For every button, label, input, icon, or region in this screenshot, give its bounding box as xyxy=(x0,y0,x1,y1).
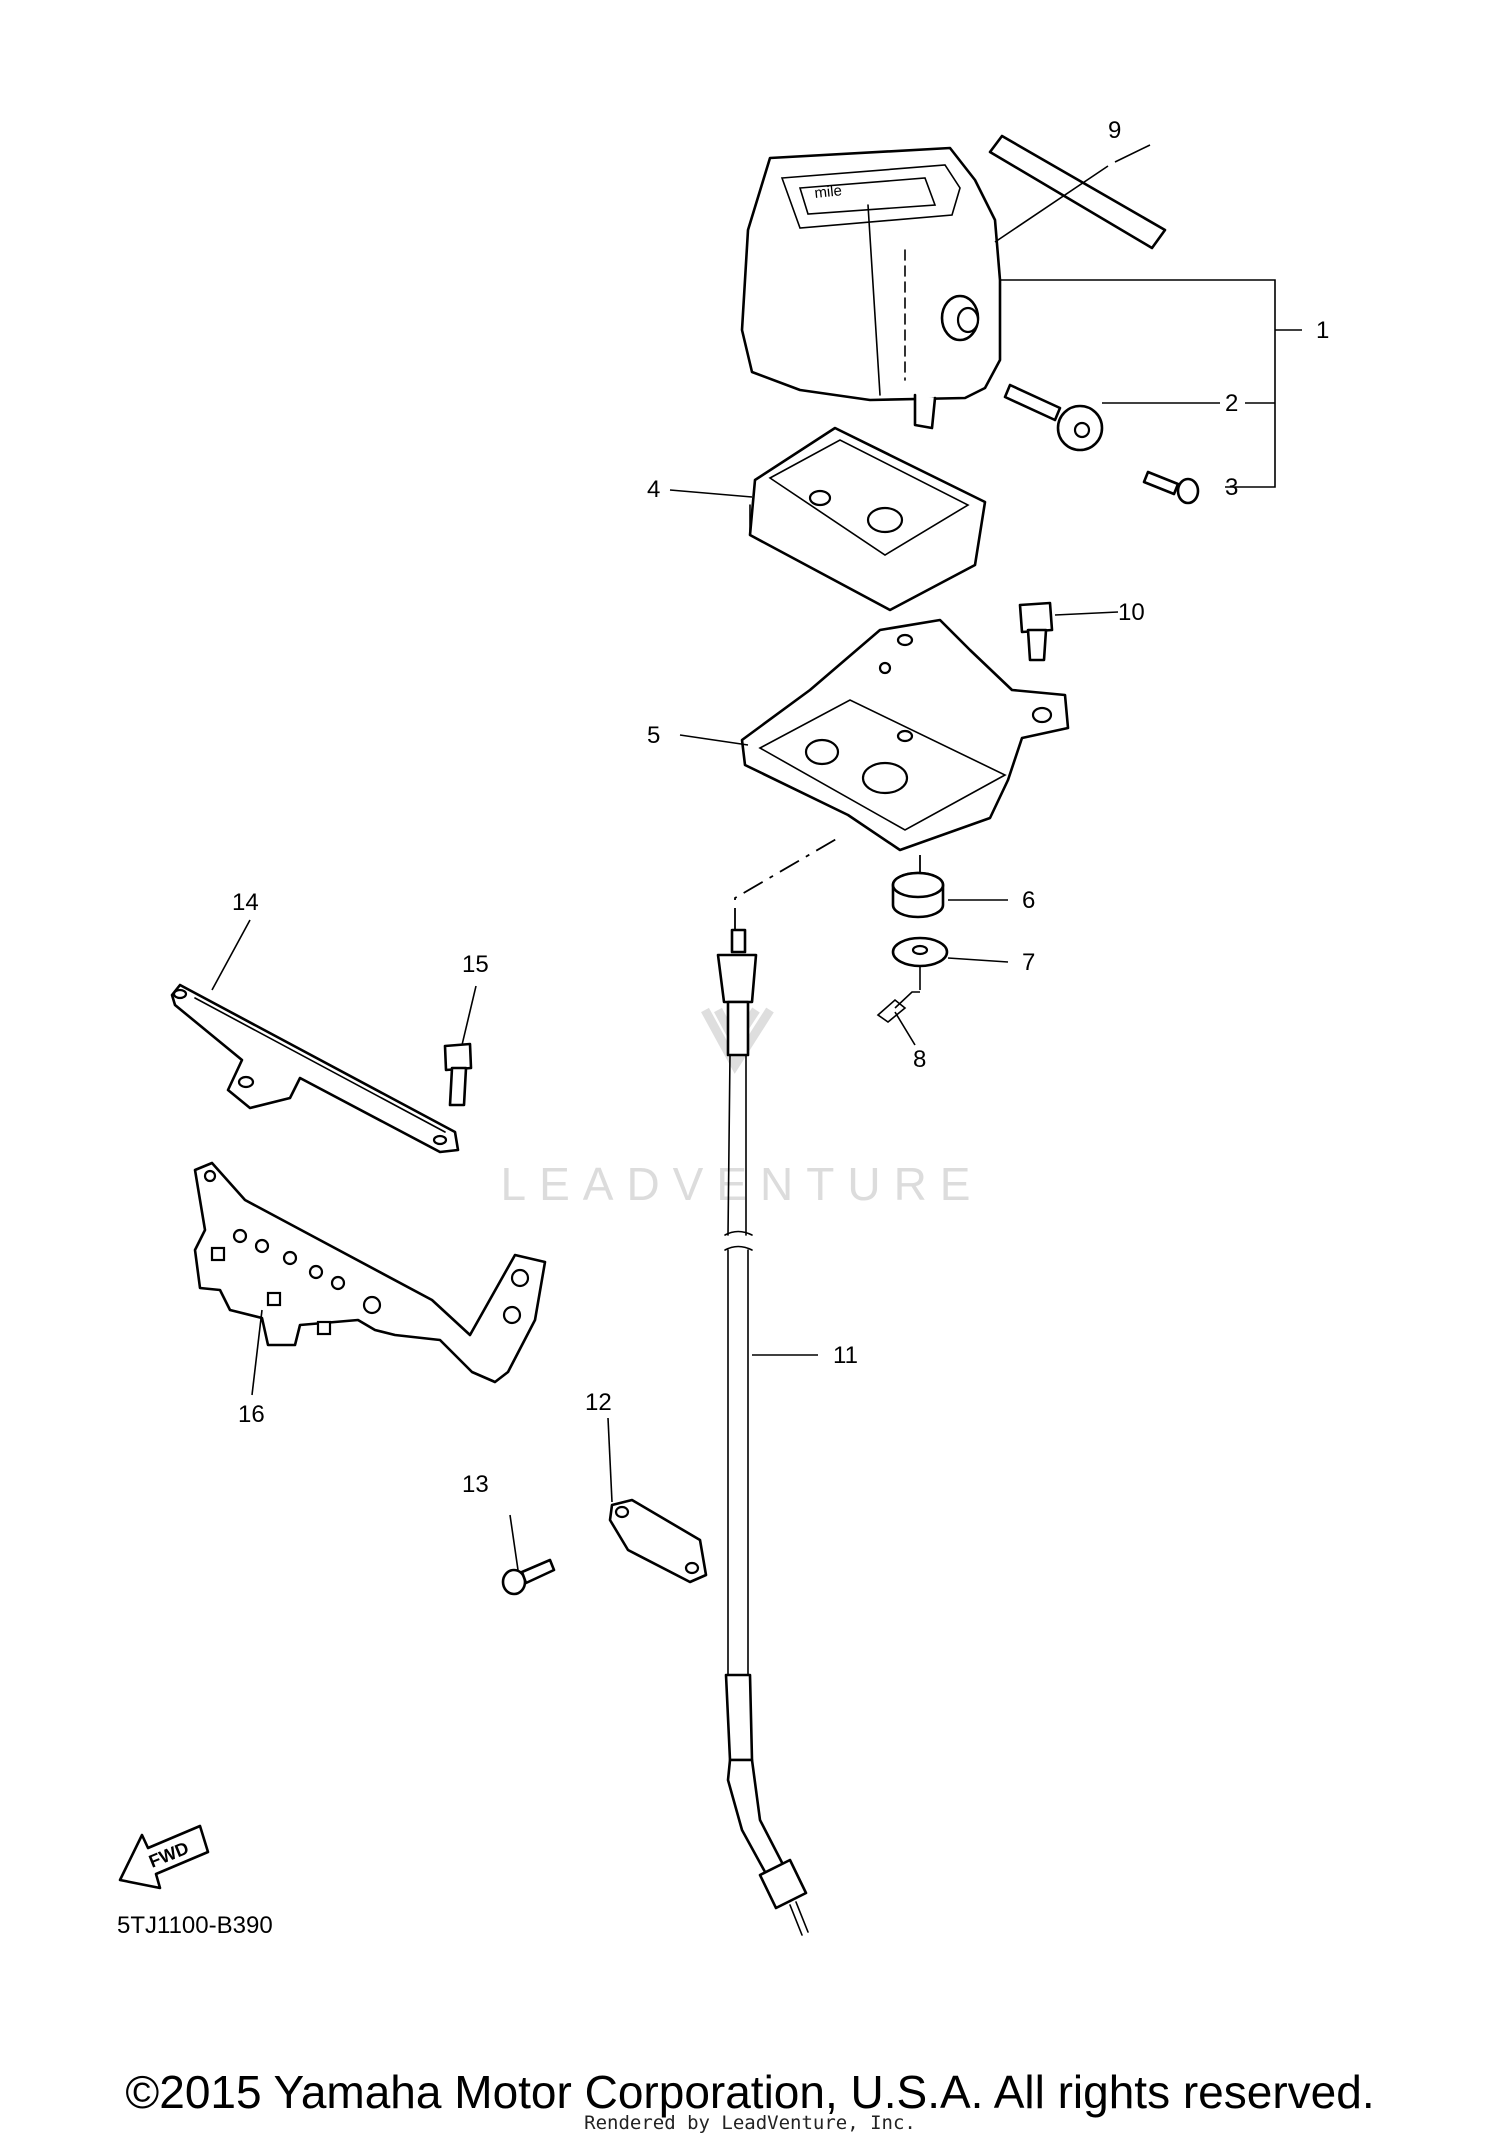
callout-15: 15 xyxy=(462,951,489,978)
part-3-screw xyxy=(1142,470,1200,505)
rendered-by-credit: Rendered by LeadVenture, Inc. xyxy=(584,2112,916,2134)
part-meter-assembly: mile xyxy=(740,146,1002,430)
watermark: LEADVENTURE xyxy=(501,1007,984,1210)
callout-13: 13 xyxy=(462,1471,489,1498)
callout-9: 9 xyxy=(1108,117,1121,144)
callout-1: 1 xyxy=(1316,317,1329,344)
watermark-text: LEADVENTURE xyxy=(501,1158,984,1210)
part-6-grommet xyxy=(891,871,945,919)
part-15-bolt xyxy=(443,1042,473,1107)
callout-8: 8 xyxy=(913,1046,926,1073)
part-11-cable xyxy=(716,928,809,1936)
callout-10: 10 xyxy=(1118,599,1145,626)
callout-4: 4 xyxy=(647,476,660,503)
part-10-bolt xyxy=(1018,601,1054,662)
part-16-bracket xyxy=(193,1161,547,1384)
leader-lines xyxy=(211,144,1302,1571)
part-5-bracket xyxy=(740,618,1070,852)
part-4-gasket xyxy=(748,426,987,612)
callout-5: 5 xyxy=(647,722,660,749)
callout-labels: 1 2 3 4 5 6 7 8 9 10 11 12 13 14 15 16 xyxy=(232,117,1329,1498)
callout-12: 12 xyxy=(585,1389,612,1416)
diagram-code: 5TJ1100-B390 xyxy=(117,1912,273,1939)
callout-11: 11 xyxy=(833,1342,858,1369)
part-2-gear xyxy=(1003,383,1104,452)
part-14-stay xyxy=(170,983,460,1154)
callout-7: 7 xyxy=(1022,949,1035,976)
part-8-clip xyxy=(876,998,907,1024)
callout-16: 16 xyxy=(238,1401,265,1428)
copyright-notice: ©2015 Yamaha Motor Corporation, U.S.A. A… xyxy=(125,2066,1375,2118)
part-7-washer xyxy=(891,936,949,968)
fwd-arrow-icon: FWD xyxy=(118,1824,210,1890)
callout-3: 3 xyxy=(1225,474,1238,501)
meter-face-text: mile xyxy=(814,182,843,202)
callout-2: 2 xyxy=(1225,390,1238,417)
callout-6: 6 xyxy=(1022,887,1035,914)
part-12-holder xyxy=(608,1498,708,1584)
part-13-screw xyxy=(501,1558,556,1596)
part-9-strip xyxy=(988,134,1167,250)
callout-14: 14 xyxy=(232,889,259,916)
